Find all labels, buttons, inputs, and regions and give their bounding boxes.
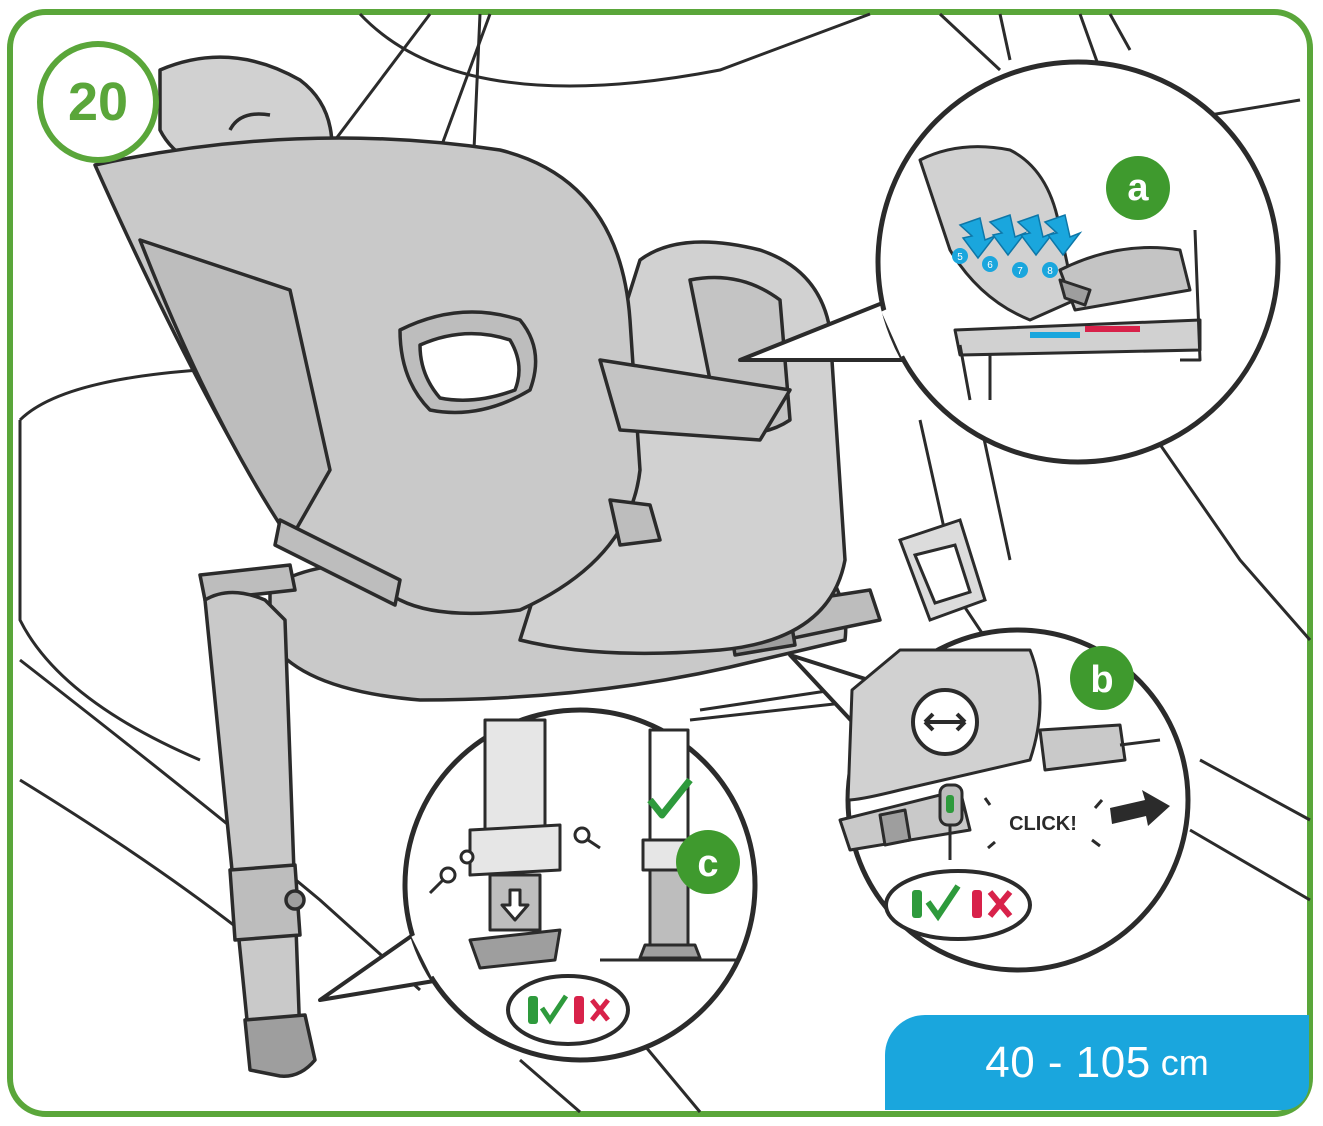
recline-position-7: 7 — [1017, 266, 1023, 277]
recline-position-markers: 5 6 7 8 — [952, 248, 1058, 278]
leg-status-indicator — [506, 974, 630, 1046]
callout-b: CLICK! b — [788, 627, 1191, 973]
callout-b-letter: b — [1090, 659, 1113, 701]
arrow-down-icon — [500, 888, 530, 922]
check-icon — [647, 777, 693, 819]
screw-icon — [428, 826, 601, 895]
step-number: 20 — [68, 72, 128, 132]
recline-position-6: 6 — [987, 260, 993, 271]
height-range-badge: 40 - 105 cm — [885, 1015, 1309, 1110]
arrow-right-icon — [1110, 790, 1170, 826]
callout-a: 5 6 7 8 a — [738, 59, 1281, 465]
recline-position-8: 8 — [1047, 266, 1053, 277]
cross-icon — [590, 998, 610, 1022]
car-seat-shell — [93, 55, 847, 656]
check-icon — [539, 994, 569, 1025]
cross-icon — [987, 890, 1013, 918]
step-number-badge: 20 — [37, 41, 159, 163]
support-leg-detail-right — [600, 728, 740, 962]
base-indicator-strip — [1030, 326, 1140, 338]
recline-position-5: 5 — [957, 252, 963, 263]
click-burst — [983, 797, 1104, 850]
connector-status-indicator — [884, 869, 1032, 941]
check-icon — [925, 884, 961, 922]
seat-belt-buckle — [898, 518, 987, 622]
callout-c-letter: c — [697, 843, 718, 885]
height-range-unit: cm — [1160, 1041, 1209, 1083]
support-leg-detail-left — [459, 718, 562, 970]
vehicle-seat-background — [18, 12, 1312, 1114]
support-leg — [203, 590, 317, 1078]
callout-c: c — [318, 707, 758, 1063]
recline-arrows — [958, 214, 1083, 260]
rotate-icon — [911, 688, 979, 756]
height-range-value: 40 - 105 — [985, 1037, 1151, 1087]
callout-a-letter: a — [1127, 167, 1149, 209]
click-sound-label: CLICK! — [1009, 813, 1077, 835]
